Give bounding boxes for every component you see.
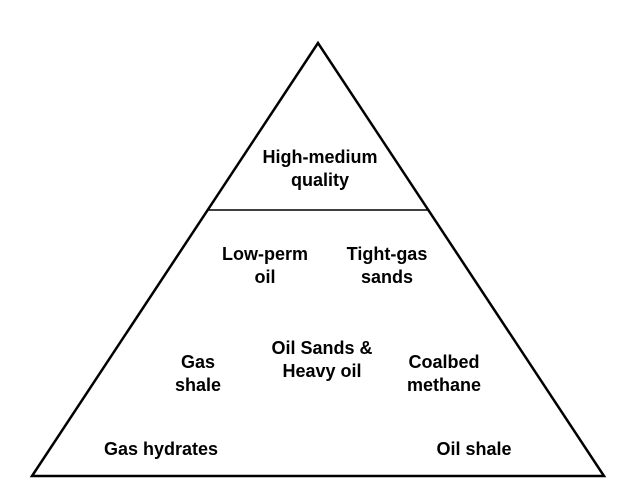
triangle-outline — [29, 40, 607, 478]
label-high-medium-quality: High-medium quality — [263, 146, 378, 192]
label-oil-shale: Oil shale — [436, 438, 511, 461]
label-low-perm-oil: Low-perm oil — [222, 243, 308, 289]
label-oil-shale-text: Oil shale — [436, 439, 512, 459]
label-gas-shale-line1: Gas — [180, 352, 216, 372]
label-coalbed-methane-line2: methane — [406, 375, 482, 395]
label-coalbed-methane-line1: Coalbed — [408, 352, 480, 372]
label-oil-sands-heavy-oil: Oil Sands & Heavy oil — [271, 337, 372, 383]
label-coalbed-methane: Coalbed methane — [407, 351, 481, 397]
label-oil-sands-heavy-oil-line2: Heavy oil — [282, 361, 362, 381]
label-high-medium-quality-line2: quality — [290, 170, 349, 190]
label-oil-sands-heavy-oil-line1: Oil Sands & — [271, 338, 373, 358]
label-gas-hydrates-text: Gas hydrates — [103, 439, 219, 459]
label-gas-shale-line2: shale — [174, 375, 222, 395]
label-low-perm-oil-line1: Low-perm — [221, 244, 309, 264]
label-tight-gas-sands-line2: sands — [360, 267, 414, 287]
label-low-perm-oil-line2: oil — [254, 267, 276, 287]
label-gas-hydrates: Gas hydrates — [104, 438, 218, 461]
label-gas-shale: Gas shale — [175, 351, 221, 397]
label-high-medium-quality-line1: High-medium — [262, 147, 378, 167]
label-tight-gas-sands: Tight-gas sands — [347, 243, 428, 289]
label-tight-gas-sands-line1: Tight-gas — [346, 244, 428, 264]
